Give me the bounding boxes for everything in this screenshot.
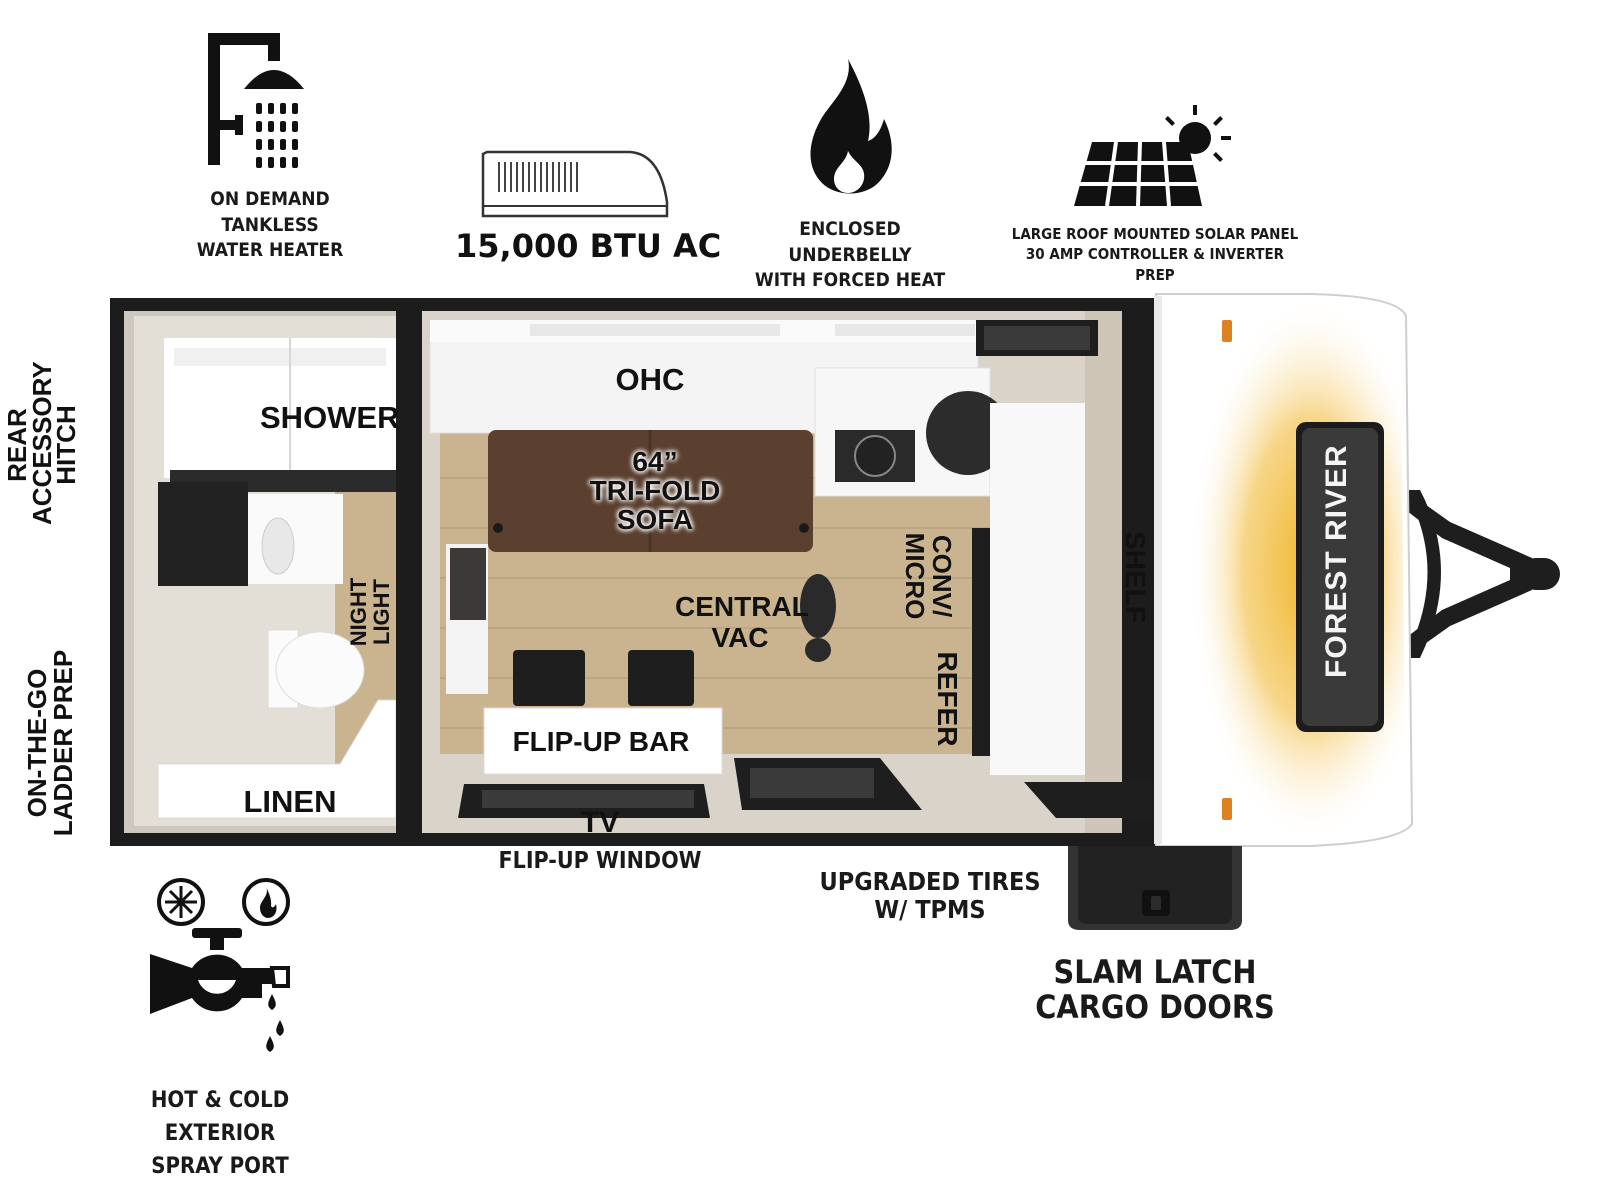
cargo-door — [1062, 846, 1248, 936]
cargo-doors-label: SLAM LATCH CARGO DOORS — [1035, 953, 1275, 1026]
central-vac-footprint — [800, 574, 836, 662]
rear-accessory-hitch-label: REAR ACCESSORY HITCH — [2, 361, 82, 525]
underbelly-line1: ENCLOSED UNDERBELLY — [788, 218, 912, 266]
floorplan: SHOWER NIGHT LIGHT LINEN OHC 64” TRI-FOL… — [110, 298, 1200, 846]
brand-logo: FOREST RIVER — [1320, 444, 1353, 678]
ladder-prep-label: ON-THE-GO LADDER PREP — [22, 649, 78, 837]
water-heater-line3: WATER HEATER — [196, 239, 344, 262]
ohc-label: OHC — [615, 362, 685, 397]
solar-panel-icon — [1074, 105, 1231, 207]
shower-icon — [208, 33, 304, 168]
flame-icon — [810, 59, 892, 194]
water-heater-line2: TANKLESS — [221, 213, 319, 236]
tv-label: TV — [580, 806, 620, 839]
water-heater-line1: ON DEMAND — [210, 188, 330, 210]
feature-water-heater: ON DEMAND TANKLESS WATER HEATER — [180, 25, 360, 275]
solar-line2: 30 AMP CONTROLLER & INVERTER PREP — [1025, 245, 1285, 284]
spray-port-line1: HOT & COLD EXTERIOR — [150, 1088, 290, 1146]
feature-ac: 15,000 BTU AC — [455, 140, 722, 280]
linen-label: LINEN — [243, 784, 337, 819]
air-conditioner-icon — [481, 150, 669, 218]
underbelly-line2: WITH FORCED HEAT — [754, 269, 946, 292]
flip-up-window-label: FLIP-UP WINDOW — [498, 848, 702, 874]
cargo-door-drawing — [1068, 846, 1242, 930]
conv-micro-label: CONV/ MICRO — [899, 532, 957, 620]
refer-label: REFER — [932, 651, 963, 747]
flip-up-bar-label: FLIP-UP BAR — [512, 726, 690, 757]
floorplan-drawing — [110, 298, 1200, 846]
sofa-label: 64” TRI-FOLD SOFA — [589, 446, 721, 535]
feature-underbelly: ENCLOSED UNDERBELLY WITH FORCED HEAT — [750, 55, 950, 291]
spray-faucet-icon — [150, 878, 290, 1052]
solar-line1: LARGE ROOF MOUNTED SOLAR PANEL — [1011, 225, 1299, 243]
shower-label: SHOWER — [260, 400, 400, 435]
ac-label: 15,000 BTU AC — [455, 227, 722, 265]
central-vac-label: CENTRAL VAC — [675, 591, 809, 653]
night-light-label: NIGHT LIGHT — [346, 577, 395, 647]
shelf-label: SHELF — [1120, 531, 1151, 623]
upgraded-tires-label: UPGRADED TIRES W/ TPMS — [819, 867, 1041, 924]
spray-port-line2: SPRAY PORT — [151, 1154, 289, 1179]
front-cap: FOREST RIVER — [1150, 290, 1590, 850]
feature-spray-port: HOT & COLD EXTERIOR SPRAY PORT — [100, 868, 340, 1179]
feature-solar: LARGE ROOF MOUNTED SOLAR PANEL 30 AMP CO… — [1012, 100, 1298, 284]
front-cap-drawing — [1154, 293, 1560, 847]
